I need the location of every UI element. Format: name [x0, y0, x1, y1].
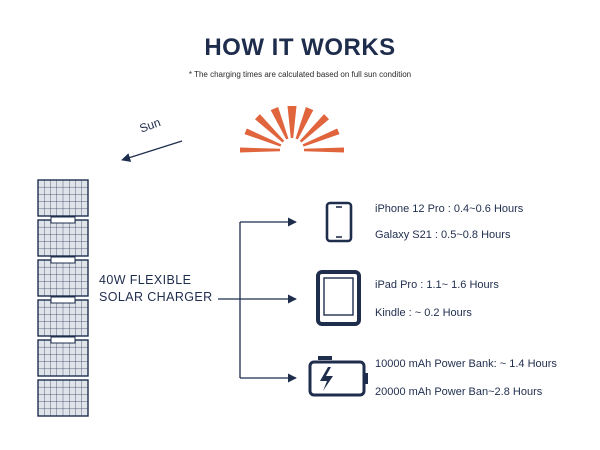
solar-panel-cell: [37, 379, 89, 417]
sun-ray: [304, 147, 344, 153]
sun-ray: [287, 106, 297, 138]
sun-direction-arrow: [121, 140, 183, 162]
device-text-tablet-2: Kindle : ~ 0.2 Hours: [375, 307, 472, 319]
sun-ray: [255, 114, 285, 143]
solar-panel-cell: [37, 296, 89, 337]
charger-label-line1: 40W FLEXIBLE: [99, 273, 192, 287]
device-text-tablet-1: iPad Pro : 1.1~ 1.6 Hours: [375, 279, 499, 291]
solar-panel-cell: [37, 336, 89, 377]
device-text-battery-2: 20000 mAh Power Ban~2.8 Hours: [375, 386, 543, 398]
page-subtitle: * The charging times are calculated base…: [188, 70, 412, 79]
device-text-battery-1: 10000 mAh Power Bank: ~ 1.4 Hours: [375, 358, 557, 370]
sun-ray: [299, 114, 329, 143]
sun-ray: [270, 107, 289, 140]
tablet-icon: [316, 270, 361, 326]
solar-panel-cell: [37, 216, 89, 257]
phone-icon: [325, 201, 353, 243]
solar-panel-cell: [37, 179, 89, 217]
charger-label-line2: SOLAR CHARGER: [99, 290, 213, 304]
sun-ray: [295, 107, 314, 140]
sun-icon: [240, 106, 344, 153]
device-text-phone-1: iPhone 12 Pro : 0.4~0.6 Hours: [375, 203, 524, 215]
battery-charging-icon: [308, 356, 368, 397]
sun-ray: [302, 128, 340, 147]
device-text-phone-2: Galaxy S21 : 0.5~0.8 Hours: [375, 229, 511, 241]
charger-label: 40W FLEXIBLE SOLAR CHARGER: [99, 272, 213, 306]
sun-ray: [240, 147, 280, 153]
page-title: HOW IT WORKS: [204, 34, 396, 61]
connector-lines: [218, 217, 297, 383]
solar-panel-cell: [37, 256, 89, 297]
sun-ray: [244, 128, 282, 147]
solar-panel-icon: [37, 179, 89, 417]
